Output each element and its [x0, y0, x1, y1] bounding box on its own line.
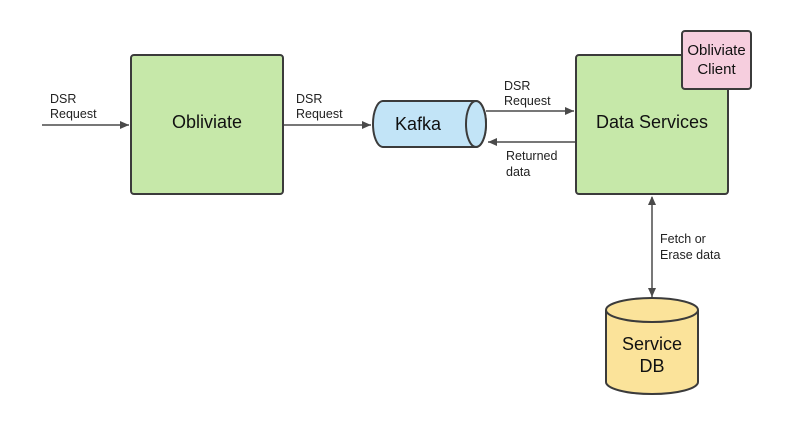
obliviate-to-kafka-label-line1: DSR	[296, 92, 322, 106]
obliviate-client-box	[681, 30, 752, 90]
kafka-cylinder-cap	[465, 100, 487, 148]
obliviate-box	[130, 54, 284, 195]
data-services-label: Data Services	[596, 112, 708, 132]
services-db-label-line1: Fetch or	[660, 232, 706, 246]
services-to-kafka-label-line1: Returned	[506, 149, 557, 163]
input-request-label-line1: DSR	[50, 92, 76, 106]
service-db-top	[605, 297, 699, 323]
edge-services-db: Fetch or Erase data	[648, 196, 721, 297]
kafka-label: Kafka	[395, 114, 442, 134]
services-db-label-line2: Erase data	[660, 248, 721, 262]
obliviate-client-label-line2: Client	[697, 61, 736, 78]
edge-services-to-kafka: Returned data	[488, 138, 575, 179]
edge-kafka-to-services: DSR Request	[486, 79, 574, 115]
kafka-to-services-label-line2: Request	[504, 94, 551, 108]
kafka-node: Kafka	[372, 100, 487, 148]
edge-input-request: DSR Request	[42, 92, 129, 129]
edge-obliviate-to-kafka: DSR Request	[284, 92, 371, 129]
obliviate-client-label-line1: Obliviate	[687, 42, 745, 59]
obliviate-client-node: Obliviate Client	[681, 30, 752, 90]
input-request-label-line2: Request	[50, 107, 97, 121]
obliviate-node: Obliviate	[130, 54, 284, 195]
obliviate-label: Obliviate	[172, 112, 242, 132]
service-db-label-line2: DB	[639, 356, 664, 376]
service-db-node: Service DB	[605, 297, 699, 395]
obliviate-to-kafka-label-line2: Request	[296, 107, 343, 121]
kafka-to-services-label-line1: DSR	[504, 79, 530, 93]
service-db-body	[605, 310, 699, 395]
service-db-label-line1: Service	[622, 334, 682, 354]
services-to-kafka-label-line2: data	[506, 165, 530, 179]
